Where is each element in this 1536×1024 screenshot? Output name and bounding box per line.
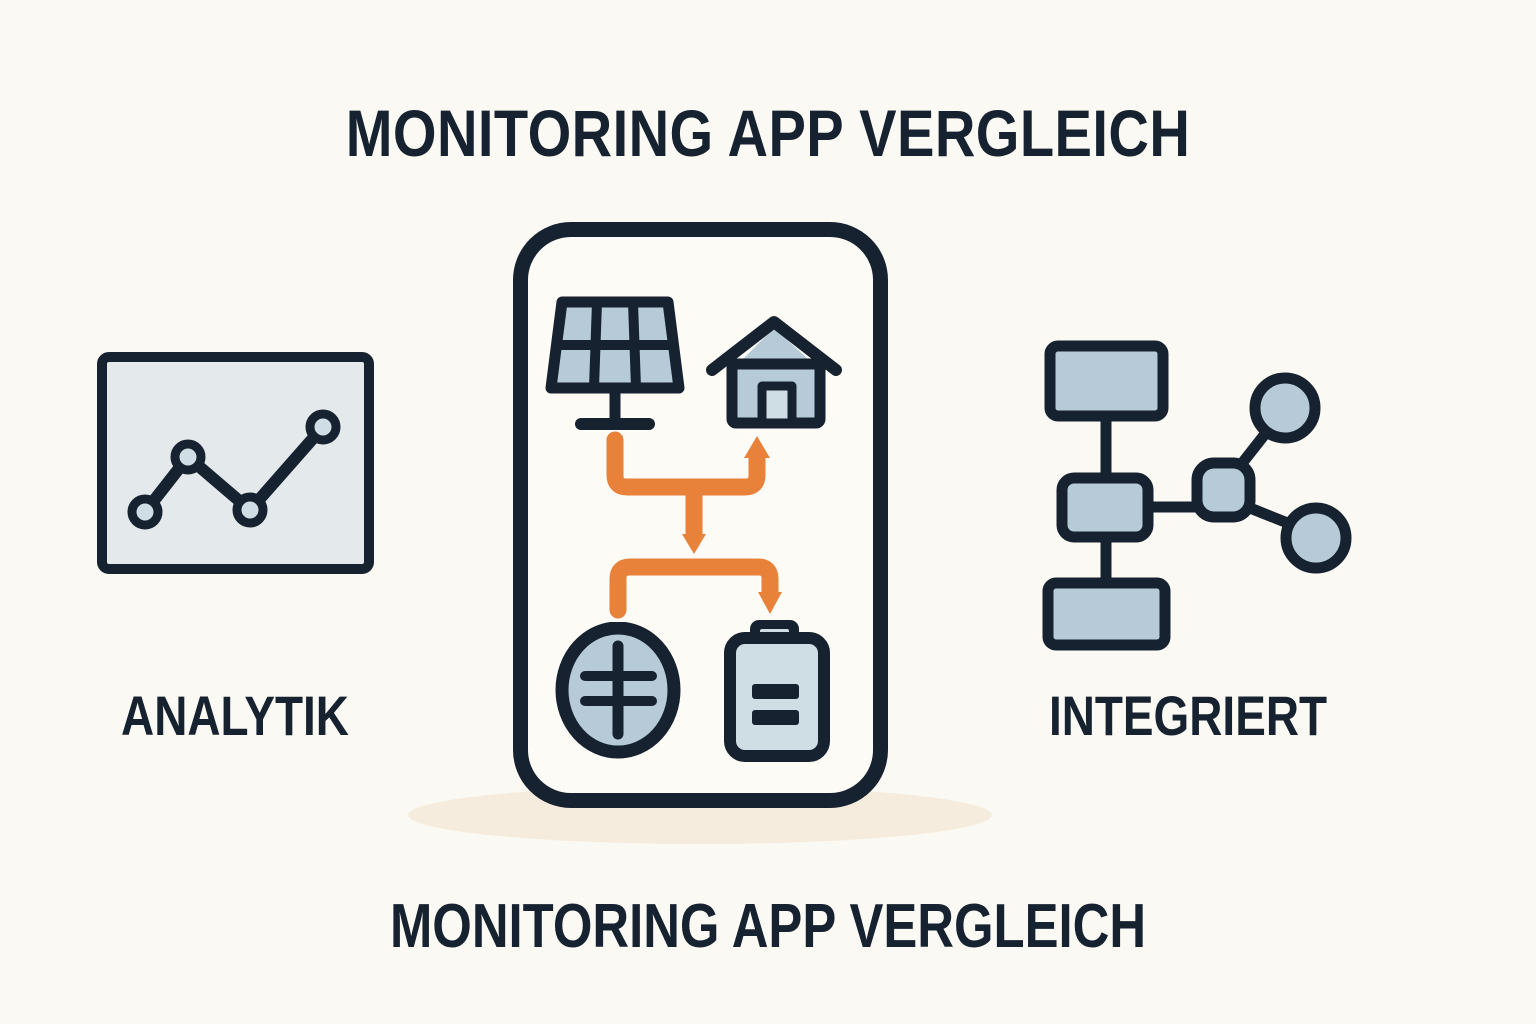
page-title: MONITORING APP VERGLEICH [345, 96, 1191, 170]
solar-panel-icon [545, 296, 685, 430]
flowchart-network-icon [1042, 340, 1352, 651]
house-door [757, 381, 797, 428]
flow-node-circle [1280, 502, 1352, 574]
flow-node-rect [1056, 472, 1154, 543]
smartphone-frame [513, 222, 888, 808]
chart-point [232, 492, 268, 528]
footer-title: MONITORING APP VERGLEICH [389, 892, 1147, 961]
flow-node-rect [1042, 577, 1171, 651]
energy-flow-arrows-icon [606, 431, 782, 619]
analytics-panel [97, 352, 374, 574]
flow-node-rect [1044, 340, 1169, 422]
flow-node-circle [1249, 372, 1321, 444]
label-analytik: ANALYTIK [121, 684, 349, 747]
arrow-down-head [758, 592, 782, 614]
battery-bar [752, 710, 799, 725]
house-icon [706, 316, 842, 429]
battery-icon [724, 620, 830, 762]
power-meter-icon [555, 622, 681, 759]
battery-bar [752, 684, 799, 699]
chart-point [305, 409, 341, 445]
line-chart-icon [127, 409, 341, 530]
chart-point [170, 439, 206, 475]
chart-point [127, 494, 163, 530]
arrow-down-head [682, 534, 706, 554]
flow-hub-node [1191, 457, 1256, 523]
arrow-up-head [744, 436, 770, 458]
label-integriert: INTEGRIERT [1048, 684, 1328, 747]
